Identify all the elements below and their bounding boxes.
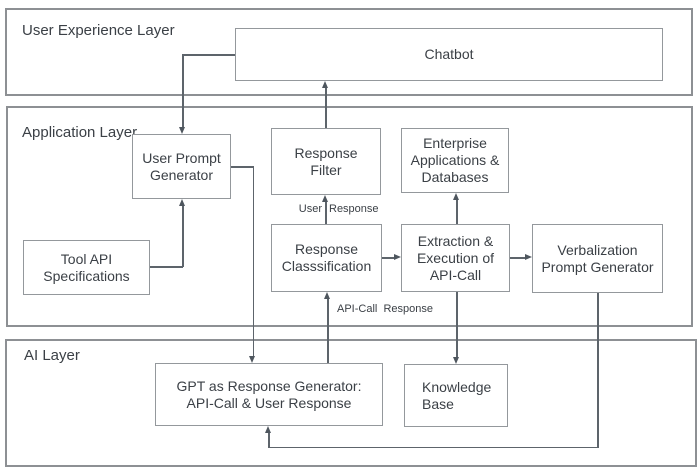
layer-application [6, 106, 693, 327]
arrowhead-down-into-user-prompt-generator [178, 127, 185, 134]
layer-user-experience [5, 8, 693, 96]
edge-user-prompt-generator-to-gpt-line [252, 166, 254, 356]
arrowhead-up-into-response-filter [321, 195, 328, 202]
node-verbalization-prompt-generator: Verbalization Prompt Generator [532, 224, 663, 293]
node-tool-api-specifications: Tool API Specifications [23, 240, 150, 295]
edge-response-classification-to-extraction-line [382, 257, 394, 259]
arrowhead-right-into-extraction [394, 254, 401, 260]
edge-verbalization-to-gpt-line [597, 293, 599, 448]
edge-user-prompt-generator-to-gpt-line [231, 166, 254, 168]
edge-verbalization-to-gpt-line [268, 446, 598, 448]
arrowhead-right-into-verbalization [525, 254, 532, 260]
edge-response-classification-to-response-filter-line [325, 202, 327, 224]
edge-tool-api-to-user-prompt-generator-line [150, 266, 183, 268]
edge-label-api-call-response: API-Call Response [337, 303, 433, 315]
edge-label-user-response-word1: User [298, 203, 322, 215]
edge-response-filter-to-chatbot-line [325, 88, 327, 128]
arrowhead-up-into-enterprise-apps [452, 193, 459, 200]
layer-label-application: Application Layer [22, 124, 138, 141]
edge-extraction-to-enterprise-apps-line [456, 200, 458, 224]
edge-extraction-to-knowledge-base-line [456, 292, 458, 357]
arrowhead-down-into-knowledge-base [452, 357, 459, 364]
node-extraction-execution-api-call: Extraction & Execution of API-Call [401, 224, 510, 292]
edge-chatbot-to-user-prompt-generator-line [182, 54, 235, 56]
node-gpt-response-generator: GPT as Response Generator: API-Call & Us… [155, 363, 383, 426]
edge-gpt-to-response-classification-line [327, 299, 329, 363]
node-knowledge-base: Knowledge Base [404, 364, 508, 427]
layer-label-user-experience: User Experience Layer [22, 22, 175, 39]
arrowhead-up-into-gpt-generator [264, 426, 271, 433]
arrowhead-up-into-user-prompt-generator [178, 199, 185, 206]
edge-extraction-to-verbalization-line [510, 257, 525, 259]
layer-label-ai: AI Layer [24, 347, 80, 364]
node-response-filter: Response Filter [271, 128, 381, 195]
arrowhead-down-into-gpt-generator [249, 356, 255, 363]
arrowhead-up-into-response-classification [323, 292, 330, 299]
node-enterprise-applications-databases: Enterprise Applications & Databases [401, 128, 509, 193]
edge-label-user-response-word2: Response [329, 203, 379, 215]
arrowhead-up-into-chatbot [321, 81, 328, 88]
edge-verbalization-to-gpt-line [268, 433, 270, 447]
edge-chatbot-to-user-prompt-generator-line [182, 54, 184, 127]
edge-tool-api-to-user-prompt-generator-line [182, 206, 184, 267]
node-user-prompt-generator: User Prompt Generator [132, 134, 231, 199]
layer-ai [5, 339, 697, 467]
node-response-classification: Response Classsification [271, 224, 382, 292]
node-chatbot: Chatbot [235, 28, 663, 81]
